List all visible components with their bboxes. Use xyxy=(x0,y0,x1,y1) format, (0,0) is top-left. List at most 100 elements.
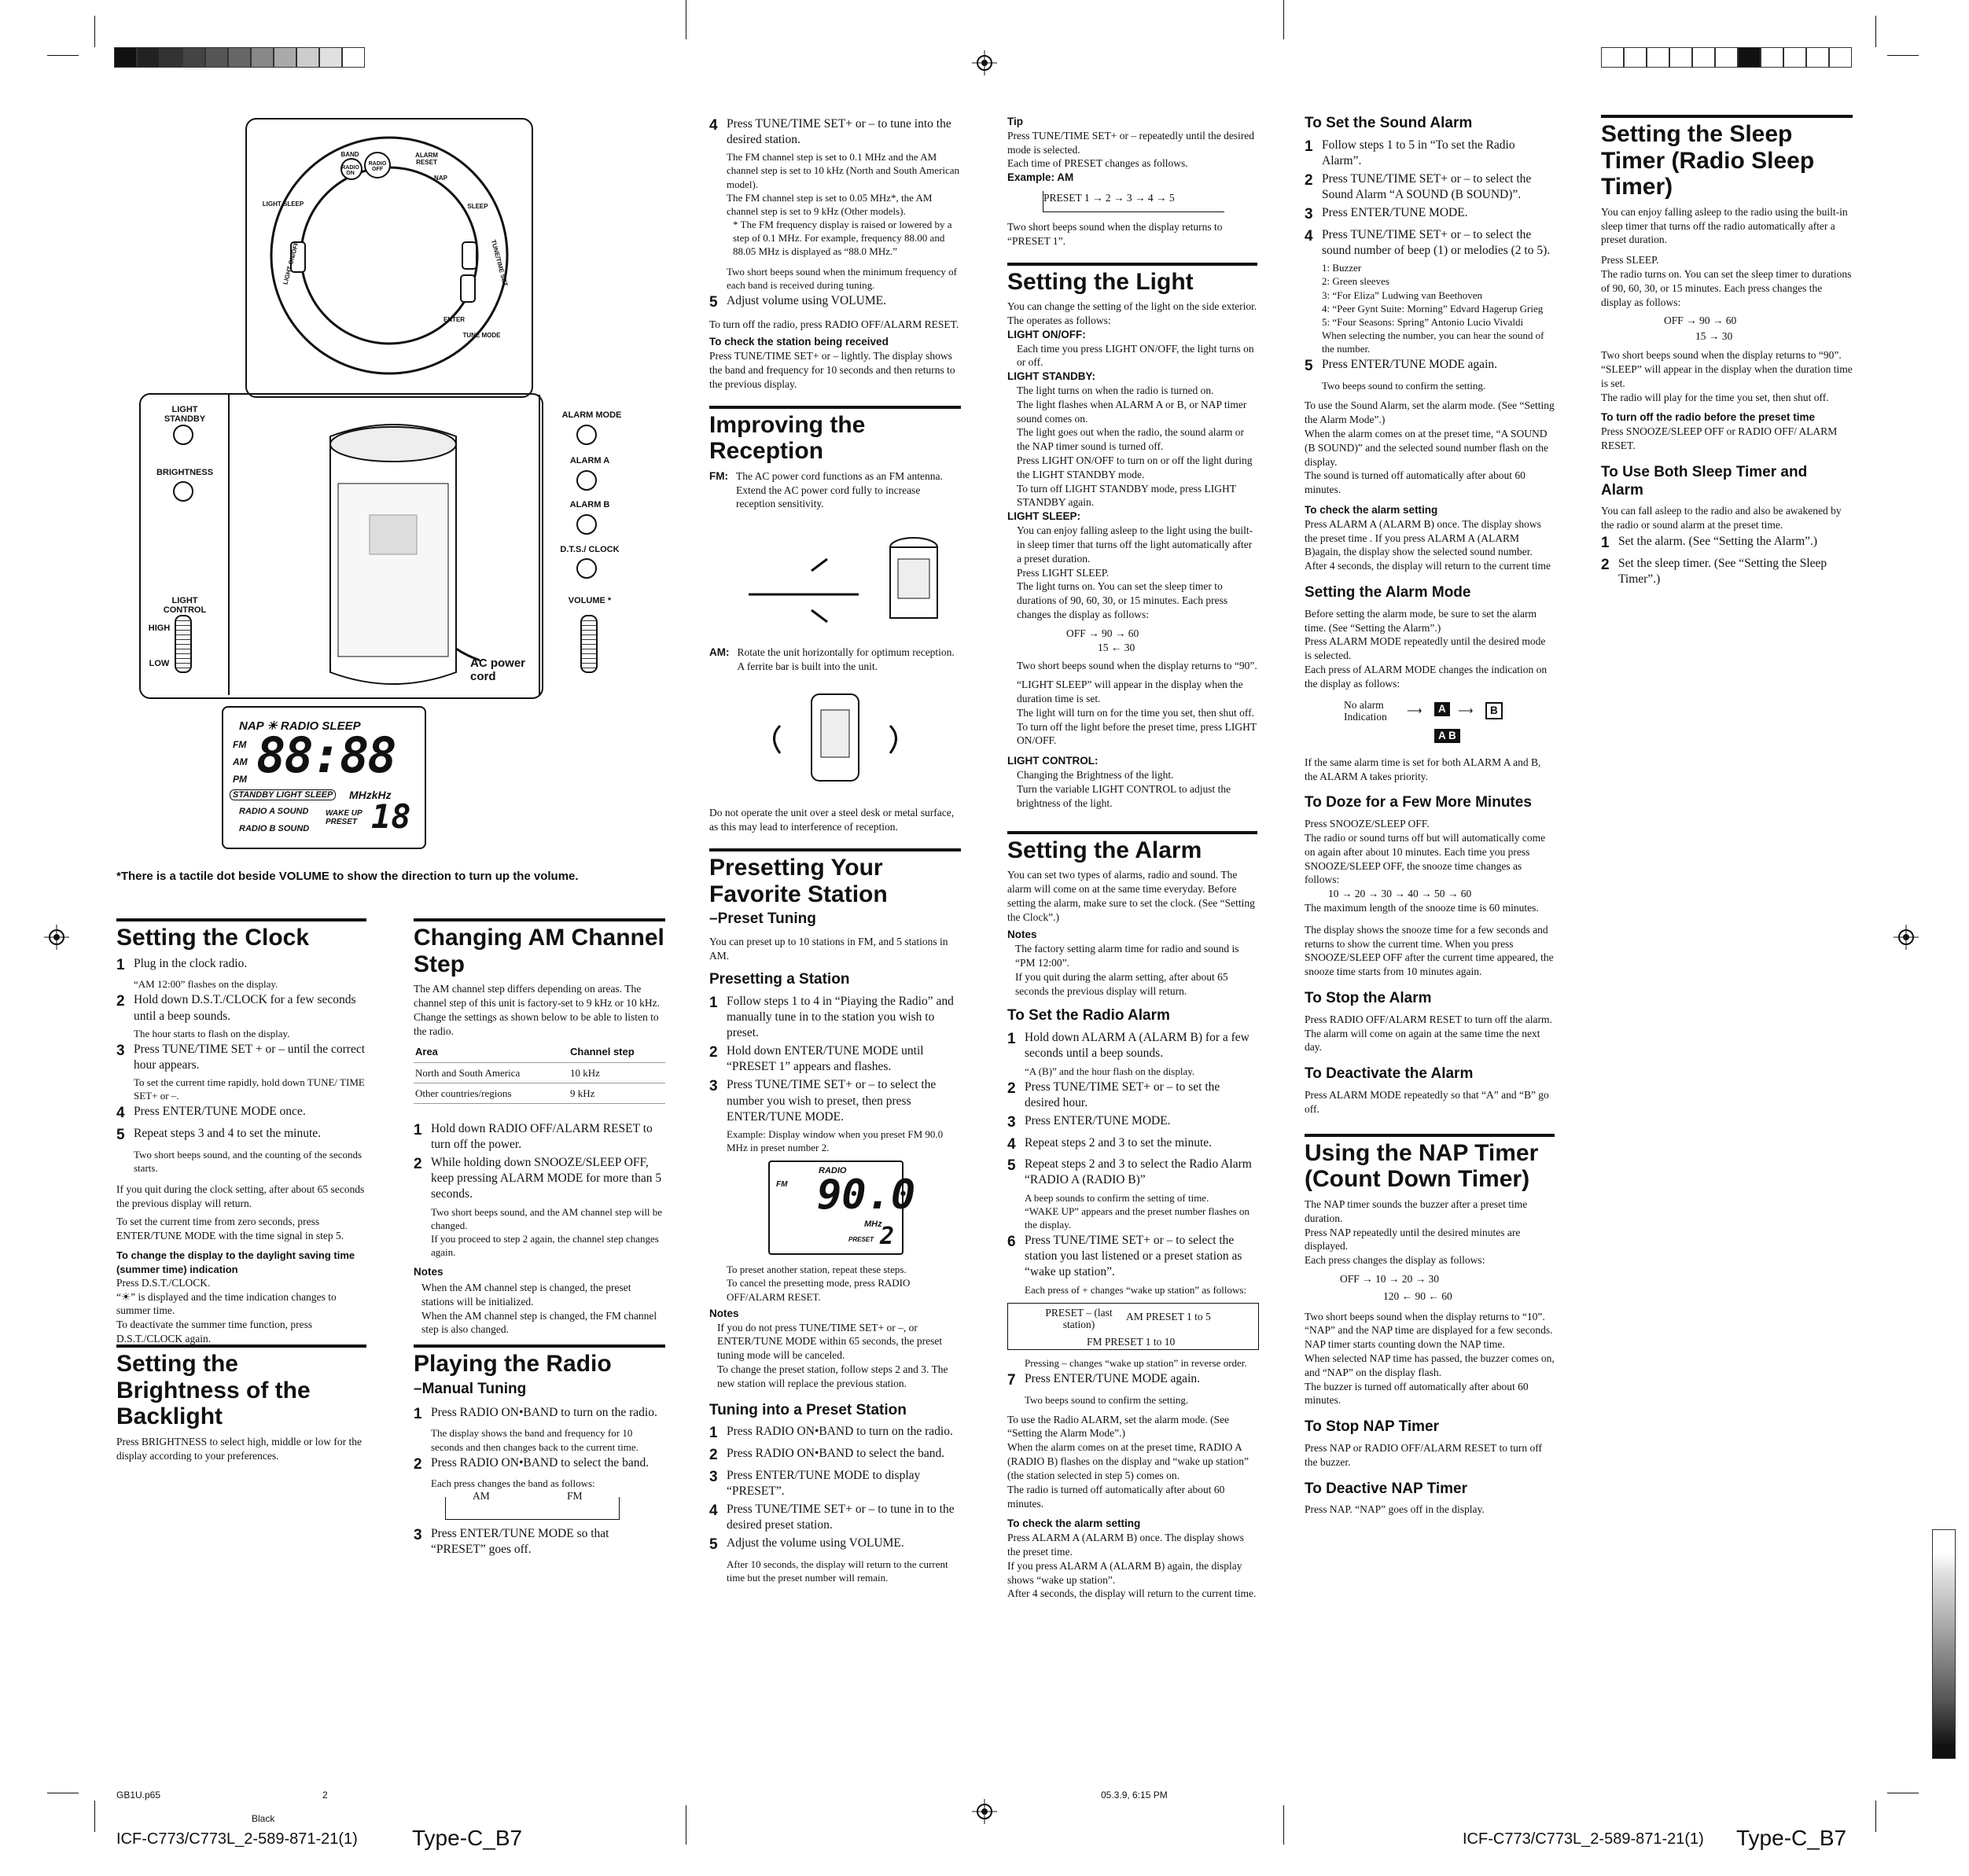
heading-deactivate-alarm: To Deactivate the Alarm xyxy=(1305,1065,1474,1083)
nap-text: NAP timer starts counting down the NAP t… xyxy=(1305,1338,1505,1351)
nap-text: When selected NAP time has passed, the b… xyxy=(1305,1352,1555,1378)
preset-another: To preset another station, repeat these … xyxy=(727,1264,907,1276)
alarm-mode-text: Press ALARM MODE repeatedly until the de… xyxy=(1305,635,1546,662)
label-light-control: LIGHT CONTROL xyxy=(163,596,207,615)
light-control-slider[interactable] xyxy=(175,615,192,673)
sound-alarm-text: To use the Sound Alarm, set the alarm mo… xyxy=(1305,399,1555,426)
alarm-note-1: The factory setting alarm time for radio… xyxy=(1015,943,1239,969)
ac-power-cord-label: AC power cord xyxy=(470,657,526,683)
lcd-digits: 88:88 xyxy=(256,726,397,784)
footer-type-right: Type-C_B7 xyxy=(1736,1826,1847,1850)
radio-alarm-step-1: Hold down ALARM A (ALARM B) for a few se… xyxy=(1025,1031,1249,1061)
play-step-4-note-d: Two short beeps sound when the minimum f… xyxy=(727,265,957,291)
sleep-timer-text: “SLEEP” will appear in the display when … xyxy=(1601,362,1853,389)
color-swatch xyxy=(342,47,365,68)
volume-slider[interactable] xyxy=(580,615,598,673)
light-onoff-text: Each time you press LIGHT ON/OFF, the li… xyxy=(1017,342,1254,369)
light-standby-button[interactable] xyxy=(173,425,193,445)
check-alarm-line: If you press ALARM A (ALARM B) again, th… xyxy=(1007,1559,1242,1586)
alarm-intro: You can set two types of alarms, radio a… xyxy=(1007,869,1255,923)
example-preset: PRESET xyxy=(848,1236,874,1244)
light-sleep-line: You can enjoy falling asleep to the ligh… xyxy=(1017,524,1253,565)
color-swatch xyxy=(1761,47,1783,68)
doze-text: The radio or sound turns off but will au… xyxy=(1305,831,1546,886)
color-swatch xyxy=(228,47,251,68)
play-step-5: Adjust volume using VOLUME. xyxy=(727,293,886,307)
label-nap: NAP xyxy=(434,175,447,182)
sound-alarm-text: When the alarm comes on at the preset ti… xyxy=(1305,427,1549,468)
standby-line: The light flashes when ALARM A or B, or … xyxy=(1017,398,1247,425)
table-header-step: Channel step xyxy=(569,1042,665,1063)
example-radio: RADIO xyxy=(819,1166,847,1176)
heading-setting-alarm: Setting the Alarm xyxy=(1007,830,1257,864)
label-enter: ENTER xyxy=(443,316,466,323)
radio-alarm-use: When the alarm comes on at the preset ti… xyxy=(1007,1441,1249,1481)
nap-text: Each press changes the display as follow… xyxy=(1305,1254,1485,1267)
radio-alarm-use: The radio is turned off automatically af… xyxy=(1007,1483,1225,1510)
flow-preset-last: PRESET – (last station) xyxy=(1045,1306,1113,1331)
color-swatch xyxy=(1738,47,1761,68)
melody-item: 1: Buzzer xyxy=(1322,262,1362,274)
preset-note-2: To change the preset station, follow ste… xyxy=(717,1363,948,1389)
alarm-mode-button[interactable] xyxy=(576,425,597,445)
brightness-button[interactable] xyxy=(173,481,193,502)
label-alarm-reset: ALARM RESET xyxy=(415,152,438,166)
heading-presetting-station: Presetting a Station xyxy=(709,970,850,988)
lcd-pm: PM xyxy=(233,774,247,785)
sleep-off-heading: To turn off the radio before the preset … xyxy=(1601,411,1816,424)
table-cell: 9 kHz xyxy=(569,1083,665,1104)
nap-sequence-bottom: 120 ← 90 ← 60 xyxy=(1383,1289,1452,1302)
top-view-frame xyxy=(245,118,533,398)
heading-nap-timer: Using the NAP Timer (Count Down Timer) xyxy=(1305,1133,1555,1193)
tune-step-2: Press RADIO ON•BAND to select the band. xyxy=(727,1447,945,1461)
dst-clock-button[interactable] xyxy=(576,558,597,579)
nap-text: The NAP timer sounds the buzzer after a … xyxy=(1305,1197,1528,1224)
light-onoff-heading: LIGHT ON/OFF: xyxy=(1007,328,1086,340)
color-swatch xyxy=(1692,47,1715,68)
table-cell: Other countries/regions xyxy=(414,1083,569,1104)
alarm-b-button[interactable] xyxy=(576,514,597,535)
tune-step-5: Adjust the volume using VOLUME. xyxy=(727,1536,904,1550)
radio-alarm-step-2: Press TUNE/TIME SET+ or – to set the des… xyxy=(1025,1080,1220,1109)
preset-cancel: To cancel the presetting mode, press RAD… xyxy=(727,1277,911,1303)
tip-example: Example: AM xyxy=(1007,171,1074,184)
clock-step-5-note: Two short beeps sound, and the counting … xyxy=(134,1148,363,1174)
example-mhz: MHz xyxy=(864,1219,882,1230)
radio-alarm-step-7-note: Two beeps sound to confirm the setting. xyxy=(1025,1393,1189,1406)
light-sleep-line: Press LIGHT SLEEP. xyxy=(1017,566,1110,579)
am-note-2: When the AM channel step is changed, the… xyxy=(421,1309,657,1336)
heading-stop-alarm: To Stop the Alarm xyxy=(1305,990,1432,1007)
label-brightness: BRIGHTNESS xyxy=(156,468,214,477)
am-label: AM: xyxy=(709,646,730,659)
table-header-area: Area xyxy=(414,1042,569,1063)
heading-setting-clock: Setting the Clock xyxy=(116,918,366,951)
backlight-text: Press BRIGHTNESS to select high, middle … xyxy=(116,1435,362,1462)
radio-alarm-step-4: Repeat steps 2 and 3 to set the minute. xyxy=(1025,1135,1213,1150)
check-station-heading: To check the station being received xyxy=(709,336,889,348)
play-step-2: Press RADIO ON•BAND to select the band. xyxy=(431,1455,650,1470)
heading-sound-alarm: To Set the Sound Alarm xyxy=(1305,115,1473,131)
sound-step-2: Press TUNE/TIME SET+ or – to select the … xyxy=(1322,172,1532,202)
registration-target-icon xyxy=(972,50,997,75)
sound-step-4: Press TUNE/TIME SET+ or – to select the … xyxy=(1322,228,1551,258)
alarm-a-button[interactable] xyxy=(576,470,597,491)
gray-scale-bar xyxy=(1932,1529,1956,1759)
am-step-1: Hold down RADIO OFF/ALARM RESET to turn … xyxy=(431,1121,653,1152)
heading-presetting: Presetting Your Favorite Station xyxy=(709,848,961,907)
am-rotate-text: Rotate the unit horizontally for optimum… xyxy=(737,646,955,672)
nap-text: Two short beeps sound when the display r… xyxy=(1305,1310,1545,1322)
unit-side-view xyxy=(329,424,480,685)
alarm-mode-text: Before setting the alarm mode, be sure t… xyxy=(1305,607,1537,634)
radio-alarm-step-5-note: A beep sounds to confirm the setting of … xyxy=(1025,1191,1209,1204)
color-swatch xyxy=(1669,47,1692,68)
mode-a-icon: A xyxy=(1434,701,1450,716)
label-band: BAND xyxy=(340,151,359,158)
section-backlight: Setting the Brightness of the Backlight … xyxy=(116,1344,366,1466)
lcd-preset-number: 18 xyxy=(371,797,411,836)
color-swatch xyxy=(1783,47,1806,68)
color-swatch xyxy=(205,47,228,68)
light-sleep-line: To turn off the light before the preset … xyxy=(1017,720,1257,747)
tune-step-1: Press RADIO ON•BAND to turn on the radio… xyxy=(727,1425,953,1439)
